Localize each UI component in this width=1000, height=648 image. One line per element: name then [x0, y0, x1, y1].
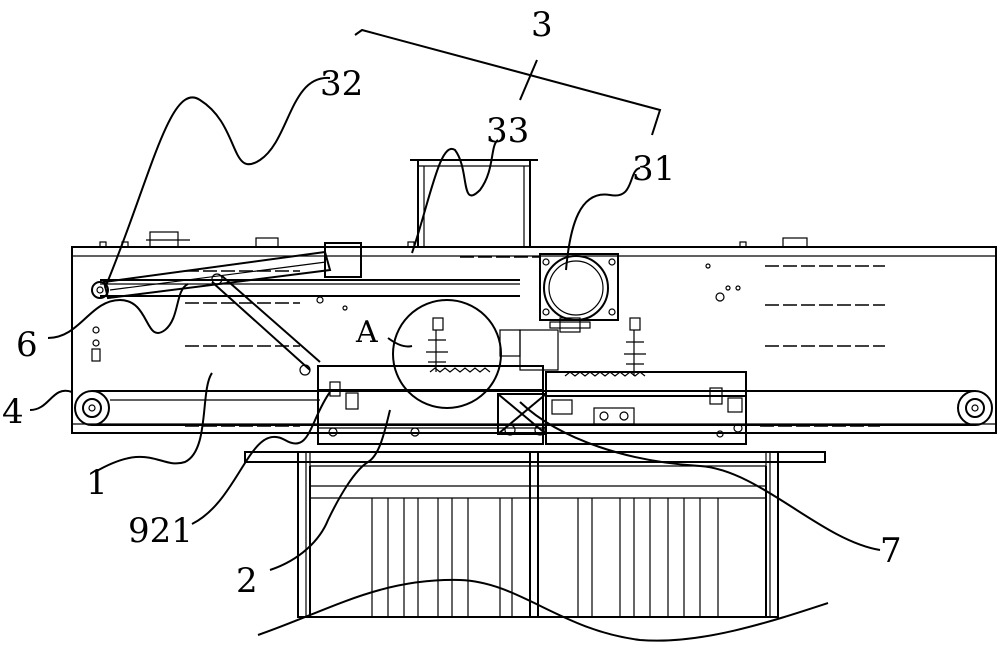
label-2: 2 [236, 561, 258, 601]
label-31: 31 [632, 149, 675, 189]
label-7: 7 [880, 531, 902, 571]
center-lock [497, 329, 573, 436]
roller-stack-left [426, 317, 448, 372]
belt-pulley-assembly [74, 390, 993, 426]
label-32: 32 [320, 64, 363, 104]
leader-lines [29, 28, 881, 571]
motor-assembly [539, 253, 619, 333]
top-chute [410, 159, 538, 247]
label-33: 33 [486, 111, 529, 151]
label-4: 4 [2, 392, 24, 432]
label-a: A [355, 315, 378, 350]
detail-circle-a [392, 299, 502, 409]
break-line [257, 578, 829, 642]
label-3: 3 [531, 5, 553, 45]
label-6: 6 [16, 325, 38, 365]
housing-slots [185, 256, 885, 427]
linkage-arm [91, 242, 362, 376]
reference-labels: 3 32 33 31 6 4 1 921 2 7 A [2, 5, 902, 601]
roller-stack-right [624, 317, 646, 376]
lower-door-frame [244, 451, 826, 618]
label-921: 921 [128, 511, 193, 551]
housing-holes [91, 263, 741, 362]
label-1: 1 [86, 463, 108, 503]
